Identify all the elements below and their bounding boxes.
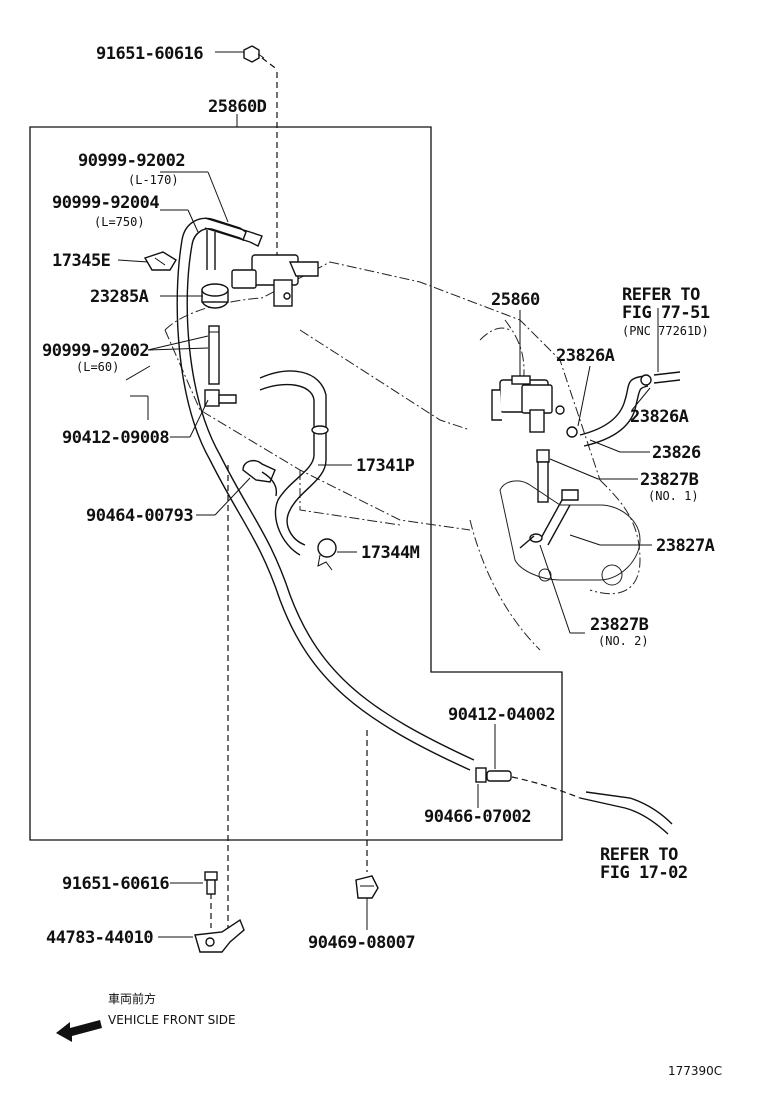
label-no1: (NO. 1) xyxy=(648,489,699,503)
clip-lower-icon xyxy=(355,875,379,899)
label-l60: (L=60) xyxy=(76,360,119,374)
vsv-valve-icon xyxy=(231,254,319,307)
front-direction-arrow-icon xyxy=(56,1020,102,1042)
label-90999-92004: 90999-92004 xyxy=(52,193,159,213)
label-l170: (L-170) xyxy=(128,173,179,187)
hose-continuation xyxy=(579,791,673,835)
label-90412-09008: 90412-09008 xyxy=(62,428,169,448)
front-label-en: VEHICLE FRONT SIDE xyxy=(108,1013,236,1027)
fitting-icon xyxy=(475,767,512,783)
bolt-lower-icon xyxy=(204,871,218,895)
label-23826a-a: 23826A xyxy=(556,346,615,366)
bolt-line-top xyxy=(261,57,279,71)
clamp-icon xyxy=(242,459,278,497)
label-23827b-no2: 23827B xyxy=(590,615,649,635)
svg-text:(PNC 77261D): (PNC 77261D) xyxy=(622,324,709,338)
hose-extension-dashed xyxy=(511,776,581,799)
hose-clamp-icon xyxy=(317,538,337,571)
svg-text:FIG 17-02: FIG 17-02 xyxy=(600,863,688,883)
label-44783-44010: 44783-44010 xyxy=(46,928,153,948)
assembly-boundary xyxy=(29,126,563,841)
figure-id: 177390C xyxy=(668,1064,722,1078)
label-91651-60616-lower: 91651-60616 xyxy=(62,874,169,894)
svg-text:REFER TO: REFER TO xyxy=(622,285,700,305)
throttle-body xyxy=(499,480,641,586)
label-90412-04002: 90412-04002 xyxy=(448,705,555,725)
svg-text:FIG 77-51: FIG 77-51 xyxy=(622,303,710,323)
clamp-23826a-lower-icon xyxy=(566,426,578,438)
svg-text:REFER TO: REFER TO xyxy=(600,845,678,865)
label-23827a: 23827A xyxy=(656,536,715,556)
vsv-right-icon xyxy=(491,375,565,433)
label-90466-07002: 90466-07002 xyxy=(424,807,531,827)
label-23827b-no1: 23827B xyxy=(640,470,699,490)
label-25860: 25860 xyxy=(491,290,540,310)
refer-note-17-02: REFER TO FIG 17-02 xyxy=(600,845,688,883)
label-90469-08007: 90469-08007 xyxy=(308,933,415,953)
pipe-23827a xyxy=(539,489,579,546)
clip-icon xyxy=(143,251,177,271)
hose-17341p xyxy=(259,370,329,556)
label-23826a-b: 23826A xyxy=(630,407,689,427)
long-hose xyxy=(176,239,475,771)
label-91651-60616-top: 91651-60616 xyxy=(96,44,203,64)
engine-outline xyxy=(164,261,641,651)
label-l750: (L=750) xyxy=(94,215,145,229)
label-no2: (NO. 2) xyxy=(598,634,649,648)
label-23826: 23826 xyxy=(652,443,701,463)
bracket-icon xyxy=(194,918,245,953)
short-hose-l60 xyxy=(208,325,220,385)
refer-note-77-51: REFER TO FIG 77-51 (PNC 77261D) xyxy=(622,285,710,338)
filter-icon xyxy=(201,283,229,309)
joint-icon xyxy=(204,389,237,407)
front-label-jp: 車両前方 xyxy=(108,991,156,1006)
leader-lines xyxy=(117,51,659,938)
label-23285a: 23285A xyxy=(90,287,149,307)
label-90999-92002-a: 90999-92002 xyxy=(78,151,185,171)
clamp-23826a-upper-icon xyxy=(640,371,681,386)
label-17344m: 17344M xyxy=(361,543,420,563)
hose-23827b-no1 xyxy=(536,449,550,503)
label-90464-00793: 90464-00793 xyxy=(86,506,193,526)
bolt-icon xyxy=(243,45,265,63)
hose-23827b-no2 xyxy=(519,533,543,549)
label-90999-92002-b: 90999-92002 xyxy=(42,341,149,361)
label-17341p: 17341P xyxy=(356,456,415,476)
hose-l170 xyxy=(204,217,263,247)
label-17345e: 17345E xyxy=(52,251,111,271)
label-25860d: 25860D xyxy=(208,97,267,117)
hose-l750 xyxy=(181,217,247,270)
